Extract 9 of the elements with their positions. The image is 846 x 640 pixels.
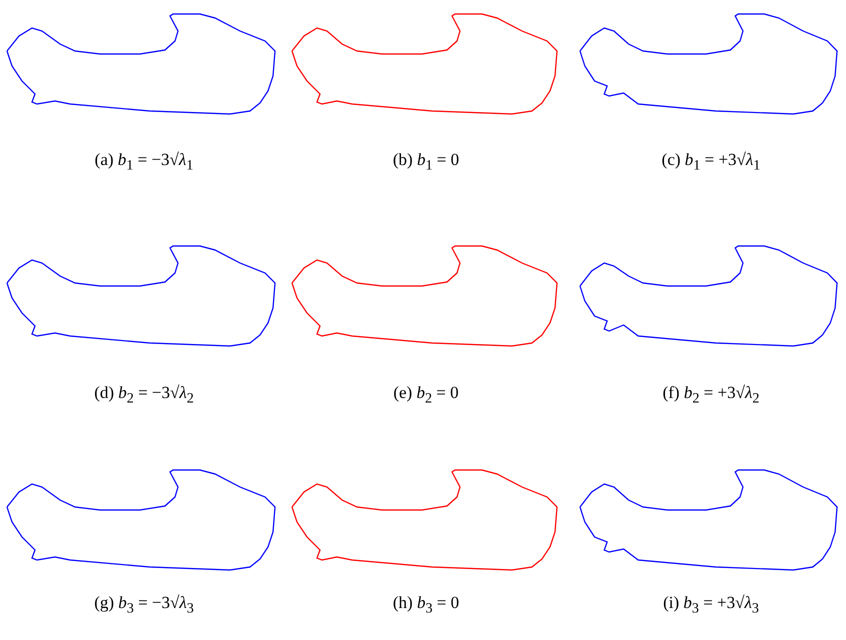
subfigure-caption: (d) b$_{2}$ = −3√λ$_{2}$ xyxy=(94,383,194,408)
subfigure-caption: (g) b$_{3}$ = −3√λ$_{3}$ xyxy=(94,593,194,618)
subfigure-caption: (i) b$_{3}$ = +3√λ$_{3}$ xyxy=(663,593,759,618)
subfigure-caption: (a) b$_{1}$ = −3√λ$_{1}$ xyxy=(94,150,194,174)
subfigure-caption: (e) b$_{2}$ = 0 xyxy=(393,383,459,408)
subfigure-caption: (h) b$_{3}$ = 0 xyxy=(392,593,460,618)
subfigure-caption: (b) b$_{1}$ = 0 xyxy=(392,150,460,174)
subfigure-caption: (c) b$_{1}$ = +3√λ$_{1}$ xyxy=(662,150,760,174)
subfigure-caption: (f) b$_{2}$ = +3√λ$_{2}$ xyxy=(662,383,760,408)
